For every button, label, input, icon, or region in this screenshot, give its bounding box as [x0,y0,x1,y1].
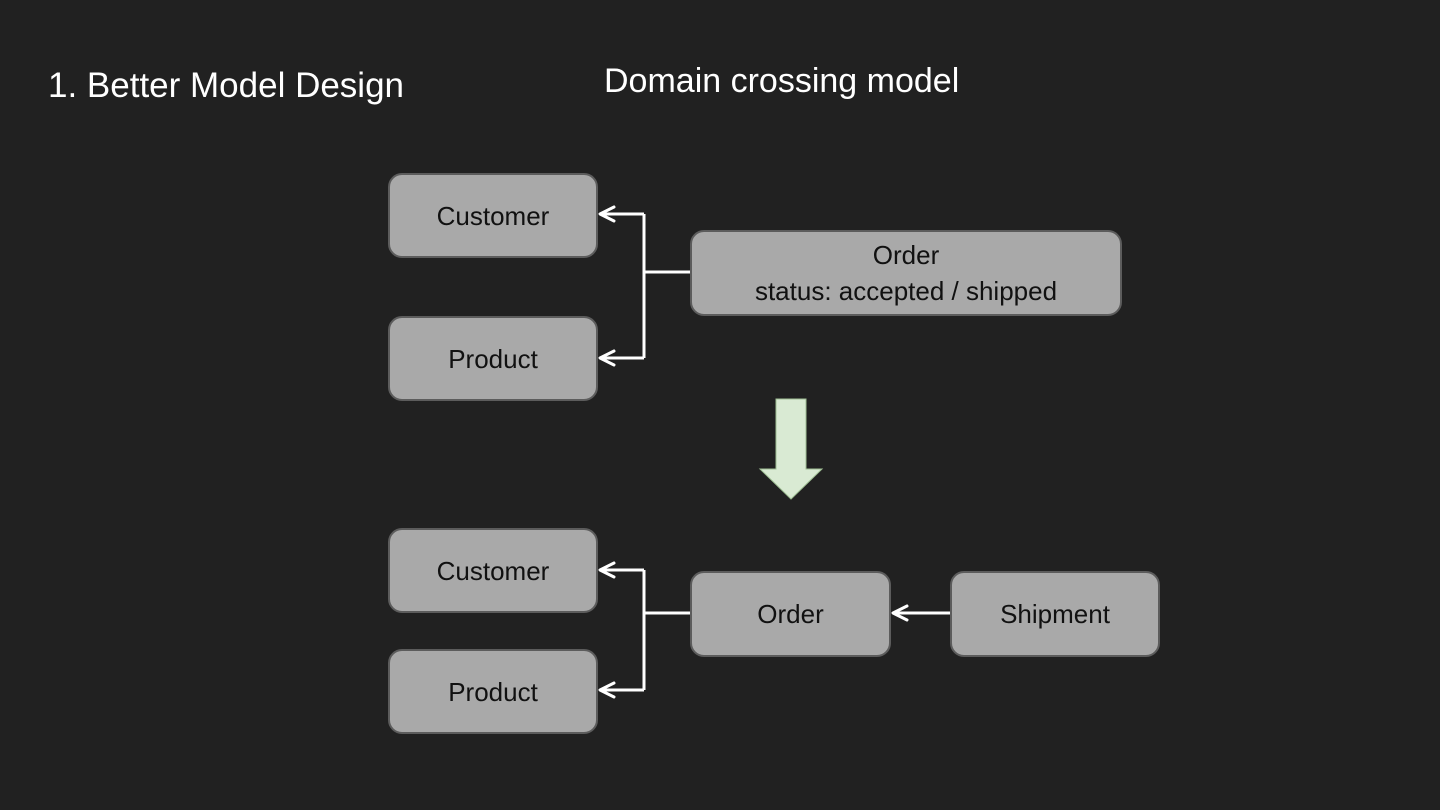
after-order-label: Order [757,599,824,629]
after-customer-entity[interactable]: Customer [388,528,598,613]
down-arrow-icon [758,398,824,500]
before-connectors [602,212,690,360]
before-order-status: status: accepted / shipped [754,276,1058,306]
after-shipment-entity[interactable]: Shipment [950,571,1160,657]
before-order-entity[interactable]: Order status: accepted / shipped [690,230,1122,316]
after-product-label: Product [448,676,538,707]
after-shipment-label: Shipment [1000,599,1110,629]
after-customer-label: Customer [436,555,550,586]
before-customer-label: Customer [436,200,550,231]
after-product-entity[interactable]: Product [388,649,598,734]
before-product-arrowhead [598,349,616,367]
diagram-title: Domain crossing model [604,62,960,100]
before-arrowheads [598,205,616,367]
after-customer-arrowhead [598,561,616,579]
after-order-arrowhead [891,604,909,622]
before-customer-arrowhead [598,205,616,223]
after-product-arrowhead [598,681,616,699]
before-customer-entity[interactable]: Customer [388,173,598,258]
before-product-entity[interactable]: Product [388,316,598,401]
before-product-label: Product [448,343,538,374]
slide-title: 1. Better Model Design [48,66,405,105]
after-order-entity[interactable]: Order [690,571,891,657]
before-order-label: Order [872,240,940,270]
